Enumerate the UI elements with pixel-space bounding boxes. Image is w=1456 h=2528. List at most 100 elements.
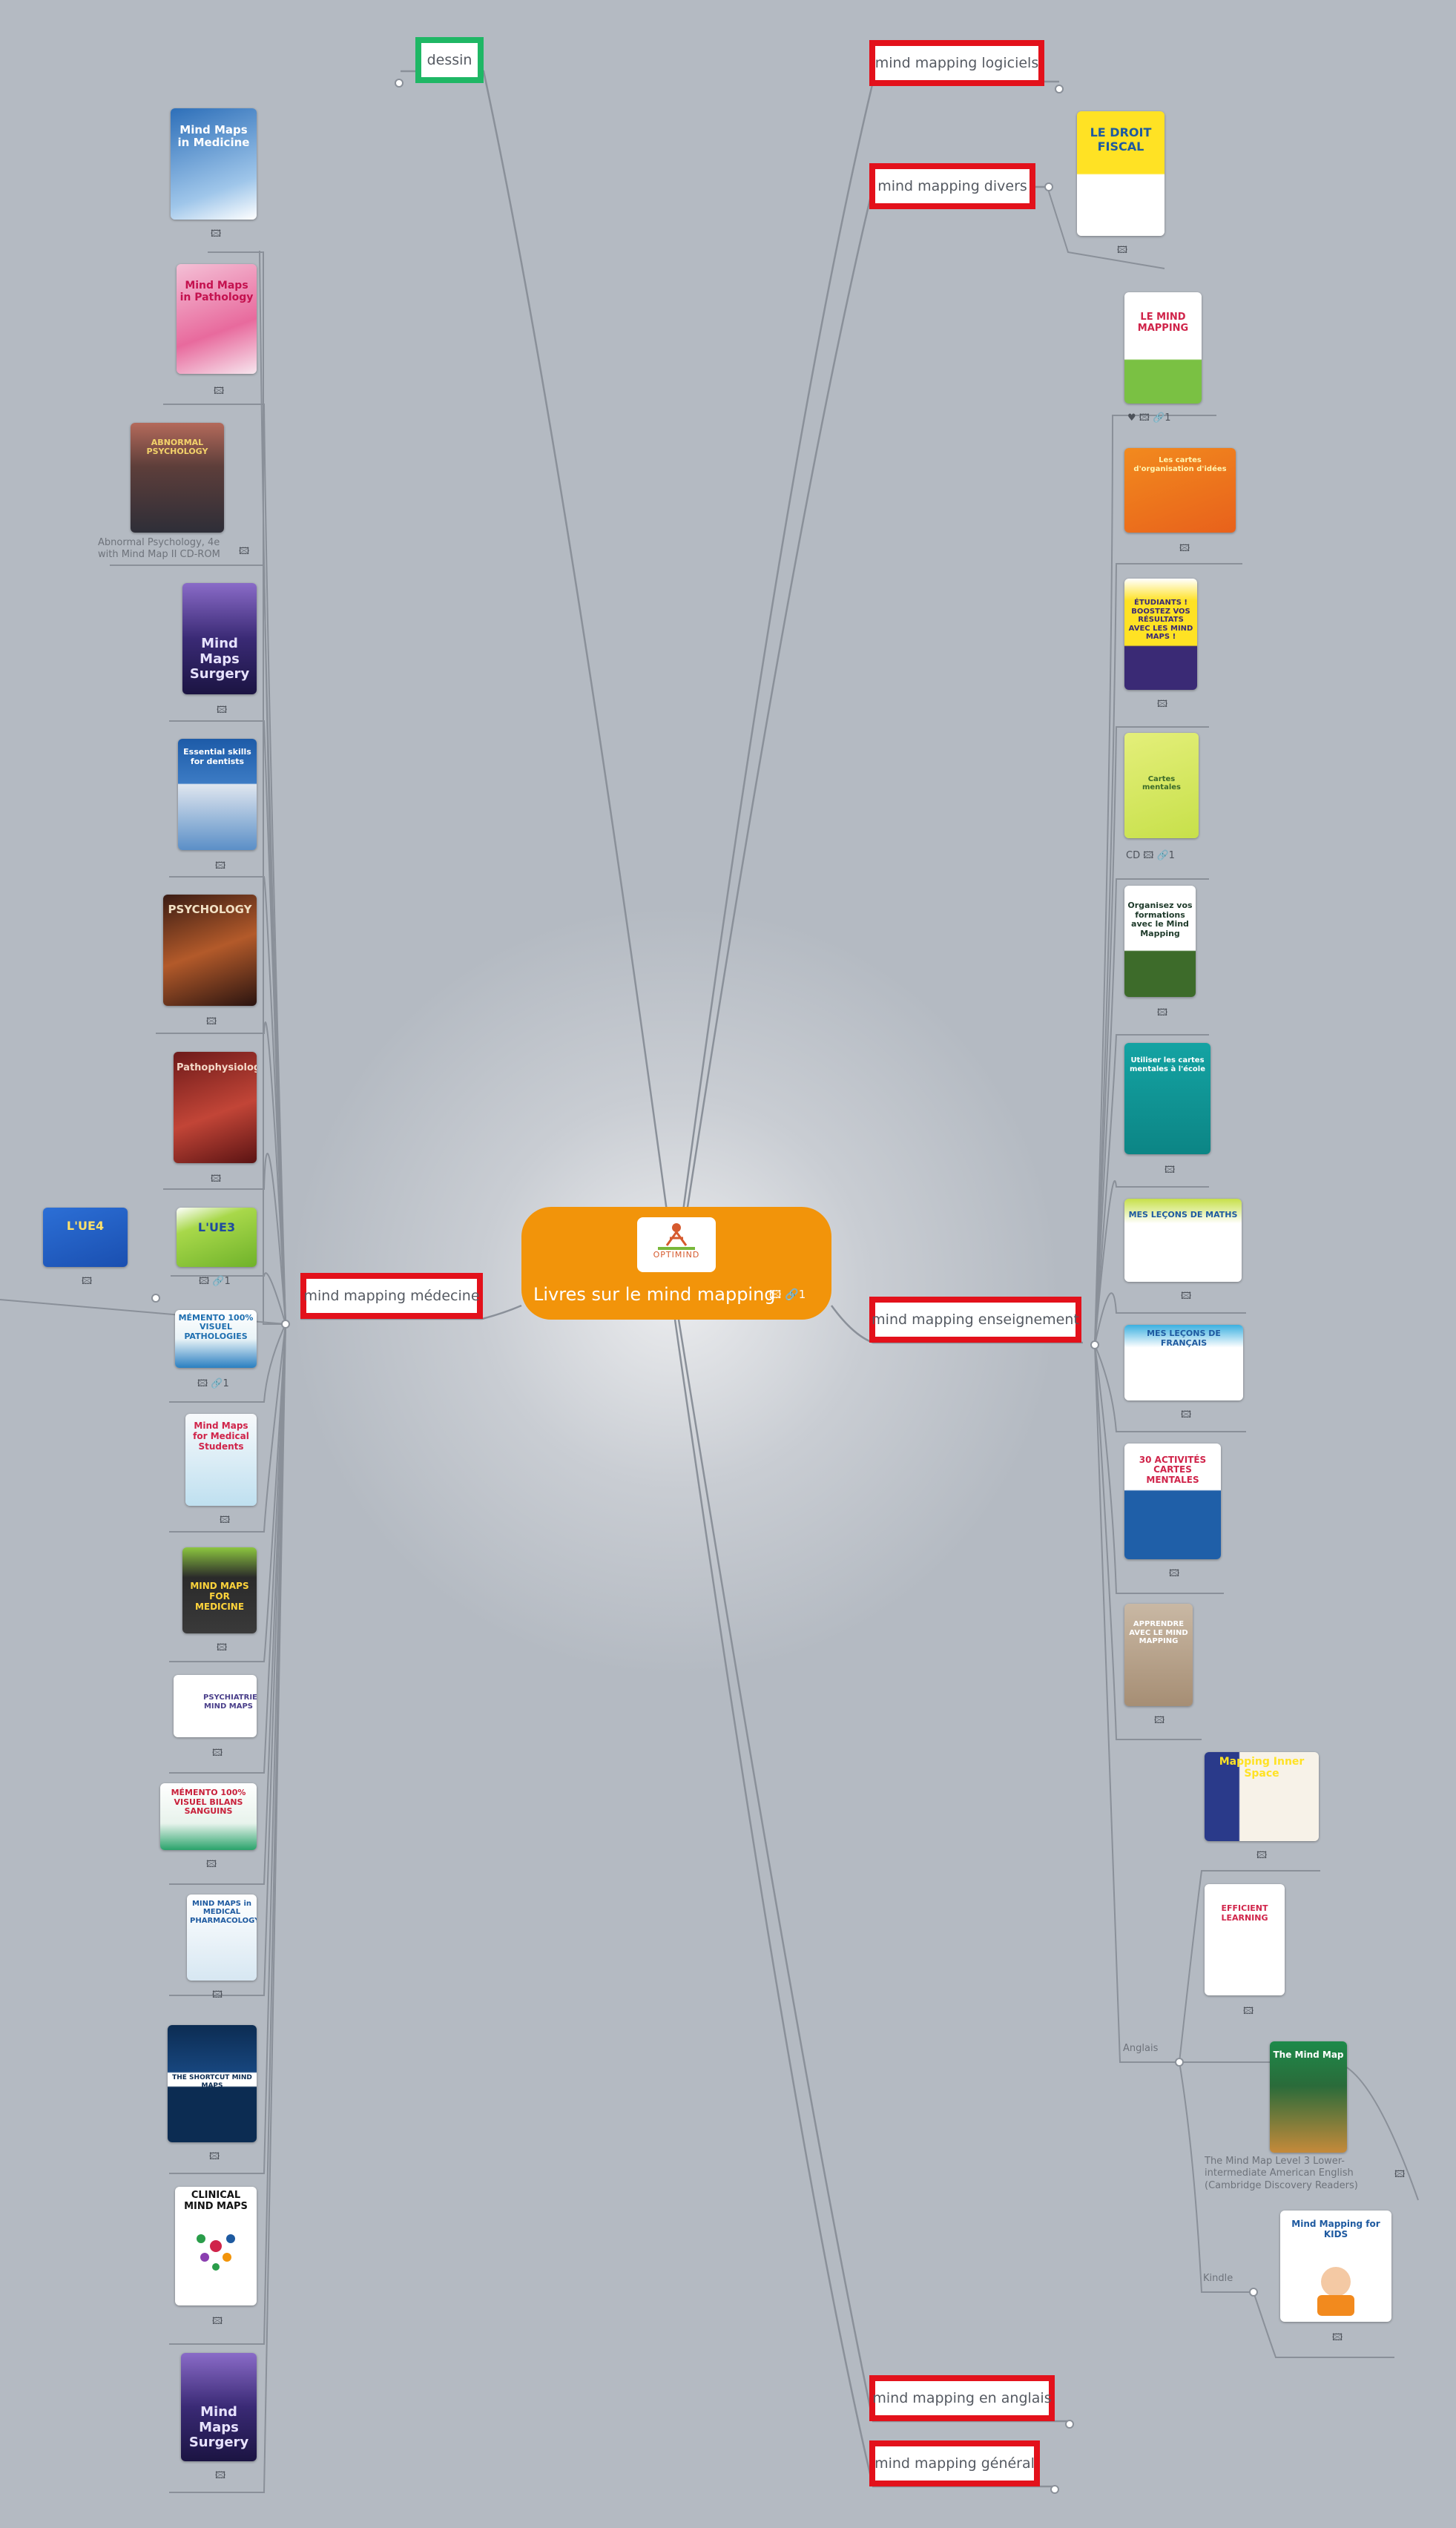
book-cover-efficient-learning[interactable]: EFFICIENT LEARNING: [1205, 1884, 1285, 1995]
image-icon[interactable]: 🖾: [1256, 1850, 1268, 1861]
cover-title: Mind Maps in Medicine: [177, 123, 250, 150]
book-cover-mind-maps-in-pathology[interactable]: Mind Maps in Pathology: [177, 264, 257, 374]
book-cover-pathophysiology[interactable]: Pathophysiology: [174, 1052, 257, 1163]
cover-title: MÉMENTO 100% VISUEL BILANS SANGUINS: [171, 1788, 246, 1817]
book-cover-clinical-mind-maps[interactable]: CLINICAL MIND MAPS: [175, 2187, 257, 2305]
book-cover-30-activites[interactable]: 30 ACTIVITÉS CARTES MENTALES: [1124, 1444, 1221, 1559]
book-cover-mes-lecons-de-francais[interactable]: MES LEÇONS DE FRANÇAIS: [1124, 1325, 1243, 1400]
book-cover-mind-maps-surgery-2[interactable]: Mind Maps Surgery: [181, 2353, 257, 2461]
image-icon[interactable]: 🖾: [1243, 2006, 1254, 2017]
sublabel-anglais[interactable]: Anglais: [1123, 2043, 1159, 2054]
image-icon[interactable]: 🖾: [1332, 2332, 1343, 2343]
image-icon[interactable]: 🖾: [239, 546, 250, 557]
image-icon[interactable]: 🖾: [217, 1642, 228, 1653]
image-icon[interactable]: 🖾: [1165, 1165, 1176, 1176]
image-icon[interactable]: 🖾: [211, 228, 222, 240]
caption-the-mind-map: The Mind Map Level 3 Lower-intermediate …: [1205, 2156, 1358, 2191]
book-cover-etudiants-boostez[interactable]: ÉTUDIANTS ! BOOSTEZ VOS RÉSULTATS AVEC L…: [1124, 579, 1197, 690]
book-cover-mind-mapping-for-kids[interactable]: Mind Mapping for KIDS: [1280, 2211, 1391, 2322]
topic-label: mind mapping général: [874, 2455, 1035, 2472]
topic-divers[interactable]: mind mapping divers: [869, 163, 1035, 209]
book-cover-shortcut-mind-maps[interactable]: THE SHORTCUT MIND MAPS: [168, 2025, 257, 2142]
book-cover-mes-lecons-de-maths[interactable]: MES LEÇONS DE MATHS: [1124, 1199, 1242, 1282]
book-cover-ue3[interactable]: L'UE3: [177, 1208, 257, 1267]
book-cover-memento-pathologies[interactable]: MÉMENTO 100% VISUEL PATHOLOGIES: [175, 1310, 257, 1368]
image-icon[interactable]: 🖾: [212, 1748, 223, 1759]
image-icon[interactable]: 🖾: [1117, 245, 1128, 256]
book-cover-cartes-organisation-idees[interactable]: Les cartes d'organisation d'idées: [1124, 448, 1236, 533]
book-cover-mind-maps-in-medicine[interactable]: Mind Maps in Medicine: [171, 108, 257, 220]
cover-title: MIND MAPS FOR MEDICINE: [190, 1581, 249, 1612]
cover-title: MES LEÇONS DE MATHS: [1128, 1209, 1238, 1219]
cover-title: Mapping Inner Space: [1219, 1755, 1305, 1780]
root-topic[interactable]: OPTIMIND Livres sur le mind mapping 🖾 🔗1: [521, 1207, 831, 1320]
cover-title: Mind Mapping for KIDS: [1291, 2219, 1380, 2239]
root-attachment-icons[interactable]: 🖾 🔗1: [769, 1288, 806, 1301]
image-icon[interactable]: 🖾: [220, 1515, 231, 1526]
cover-title: ÉTUDIANTS ! BOOSTEZ VOS RÉSULTATS AVEC L…: [1128, 599, 1193, 641]
image-icon[interactable]: 🖾: [209, 2151, 220, 2162]
book-cover-memento-bilans-sanguins[interactable]: MÉMENTO 100% VISUEL BILANS SANGUINS: [160, 1783, 257, 1850]
book-cover-mapping-inner-space[interactable]: Mapping Inner Space: [1205, 1752, 1319, 1841]
topic-en-anglais[interactable]: mind mapping en anglais: [869, 2375, 1055, 2421]
image-link-icons[interactable]: 🖾 🔗1: [199, 1276, 231, 1287]
image-icon[interactable]: 🖾: [215, 2470, 226, 2481]
cover-title: Mind Maps Surgery: [188, 2404, 249, 2451]
topic-enseignement[interactable]: mind mapping enseignement: [869, 1297, 1081, 1343]
book-cover-essential-skills[interactable]: Essential skills for dentists: [178, 739, 257, 850]
image-icon[interactable]: 🖾: [217, 705, 228, 716]
image-icon[interactable]: 🖾: [212, 2316, 223, 2327]
book-cover-psychiatrie[interactable]: PSYCHIATRIE MIND MAPS: [174, 1675, 257, 1737]
book-cover-apprendre-mind-mapping[interactable]: APPRENDRE AVEC LE MIND MAPPING: [1124, 1604, 1193, 1706]
image-icon[interactable]: 🖾: [1169, 1568, 1180, 1579]
image-icon[interactable]: 🖾: [82, 1276, 93, 1287]
image-icon[interactable]: 🖾: [1179, 543, 1190, 554]
cover-title: THE SHORTCUT MIND MAPS: [172, 2074, 252, 2090]
sublabel-kindle[interactable]: Kindle: [1203, 2273, 1233, 2284]
image-icon[interactable]: 🖾: [215, 860, 226, 872]
heart-image-link-icons[interactable]: ♥ 🖾 🔗1: [1127, 412, 1171, 424]
image-icon[interactable]: 🖾: [206, 1016, 217, 1027]
cover-title: Cartes mentales: [1142, 774, 1181, 792]
cover-title: Pathophysiology: [177, 1062, 257, 1073]
cover-title: APPRENDRE AVEC LE MIND MAPPING: [1129, 1620, 1188, 1646]
image-icon[interactable]: 🖾: [214, 386, 225, 397]
image-icon[interactable]: 🖾: [212, 1989, 223, 2001]
image-icon[interactable]: 🖾: [1394, 2169, 1406, 2180]
book-cover-psychology[interactable]: PSYCHOLOGY: [163, 895, 257, 1006]
cover-title: Mind Maps for Medical Students: [193, 1420, 249, 1452]
optimind-logo: OPTIMIND: [637, 1217, 716, 1272]
topic-medecine[interactable]: mind mapping médecine: [300, 1273, 483, 1319]
cover-kid-illustration: [1317, 2267, 1354, 2316]
book-cover-mind-maps-medical-students[interactable]: Mind Maps for Medical Students: [185, 1414, 257, 1506]
image-icon[interactable]: 🖾: [211, 1174, 222, 1185]
topic-dessin[interactable]: dessin: [415, 37, 484, 83]
image-icon[interactable]: 🖾: [1157, 699, 1168, 710]
topic-general[interactable]: mind mapping général: [869, 2440, 1040, 2486]
book-cover-mind-maps-for-medicine[interactable]: MIND MAPS FOR MEDICINE: [182, 1547, 257, 1633]
book-cover-le-mind-mapping[interactable]: LE MIND MAPPING: [1124, 292, 1202, 404]
cover-title: Organisez vos formations avec le Mind Ma…: [1127, 901, 1193, 938]
book-cover-the-mind-map[interactable]: The Mind Map: [1270, 2041, 1347, 2153]
image-icon[interactable]: 🖾: [1157, 1007, 1168, 1018]
image-icon[interactable]: 🖾: [206, 1859, 217, 1870]
book-cover-utiliser-cartes-mentales[interactable]: Utiliser les cartes mentales à l'école: [1124, 1043, 1210, 1154]
book-cover-abnormal-psychology[interactable]: ABNORMAL PSYCHOLOGY: [131, 423, 224, 533]
book-cover-ue4-small[interactable]: L'UE4: [43, 1208, 128, 1267]
cd-image-link-icons[interactable]: CD 🖾 🔗1: [1126, 850, 1175, 861]
cover-title: PSYCHOLOGY: [168, 903, 252, 916]
book-cover-medical-pharmacology[interactable]: MIND MAPS in MEDICAL PHARMACOLOGY: [187, 1895, 257, 1981]
image-icon[interactable]: 🖾: [1181, 1291, 1192, 1302]
image-link-icons[interactable]: 🖾 🔗1: [197, 1378, 229, 1389]
topic-logiciels[interactable]: mind mapping logiciels: [869, 40, 1044, 86]
image-icon[interactable]: 🖾: [1154, 1715, 1165, 1726]
book-cover-organisez-vos-formations[interactable]: Organisez vos formations avec le Mind Ma…: [1124, 886, 1196, 997]
book-cover-vert-clair[interactable]: Cartes mentales: [1124, 733, 1199, 838]
cover-title: Utiliser les cartes mentales à l'école: [1129, 1056, 1205, 1073]
image-icon[interactable]: 🖾: [1181, 1409, 1192, 1421]
book-cover-mind-maps-surgery[interactable]: Mind Maps Surgery: [182, 583, 257, 694]
book-cover-le-droit-fiscal[interactable]: LE DROIT FISCAL: [1077, 111, 1165, 236]
cover-title: Les cartes d'organisation d'idées: [1133, 456, 1227, 473]
